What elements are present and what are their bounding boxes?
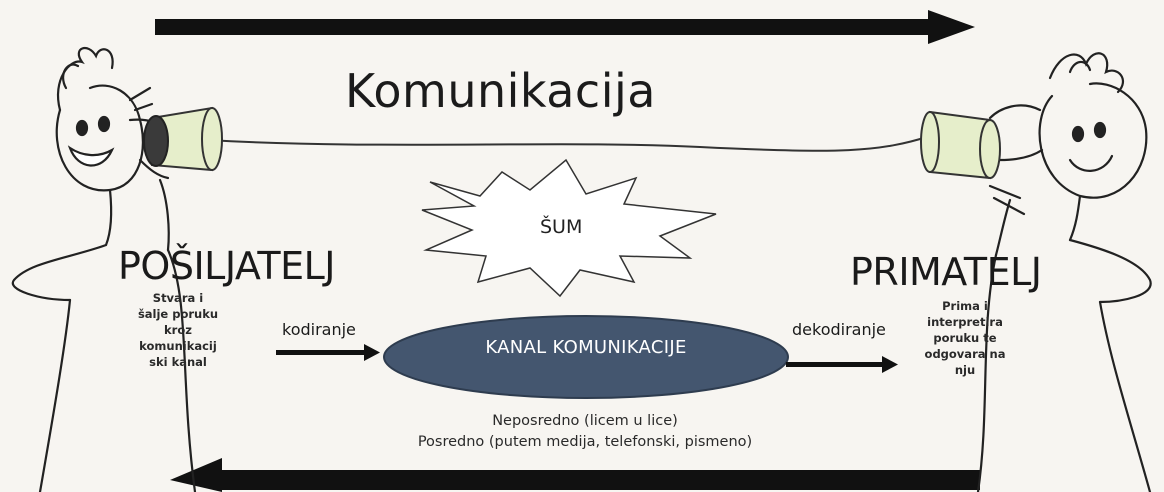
sender-cup [143, 106, 223, 172]
sender-description-line: ski kanal [149, 355, 207, 369]
receiver-title: PRIMATELJ [850, 250, 1042, 294]
receiver-cup [920, 110, 1001, 180]
sender-description-line: Stvara i [152, 291, 204, 305]
sender-description: Stvara i šalje poruku kroz komunikacij s… [118, 290, 238, 370]
sender-title: POŠILJATELJ [118, 244, 336, 288]
noise-burst [421, 158, 717, 298]
receiver-figure [976, 52, 1152, 492]
receiver-description-line: poruku te [933, 331, 997, 345]
receiver-description-line: odgovara na [924, 347, 1006, 361]
encode-label: kodiranje [282, 320, 356, 339]
cup-string [207, 135, 931, 152]
diagram-title: Komunikacija [345, 64, 656, 118]
channel-label: KANAL KOMUNIKACIJE [485, 337, 687, 358]
receiver-description-line: Prima i [942, 299, 988, 313]
sender-description-line: kroz [164, 323, 192, 337]
decode-arrow [786, 356, 898, 373]
receiver-description: Prima i interpretira poruku te odgovara … [910, 298, 1020, 378]
channel-mode-direct: Neposredno (licem u lice) [492, 413, 678, 429]
encode-arrow [276, 344, 380, 361]
sender-description-line: šalje poruku [137, 307, 219, 321]
receiver-description-line: interpretira [927, 315, 1003, 329]
bottom-arrow [170, 458, 980, 492]
channel-mode-indirect: Posredno (putem medija, telefonski, pism… [417, 434, 753, 450]
decode-label: dekodiranje [792, 320, 886, 339]
noise-label: ŠUM [540, 216, 583, 238]
sender-description-line: komunikacij [139, 339, 217, 353]
top-arrow [155, 10, 975, 44]
channel-ellipse [383, 315, 789, 399]
receiver-description-line: nju [954, 363, 976, 377]
